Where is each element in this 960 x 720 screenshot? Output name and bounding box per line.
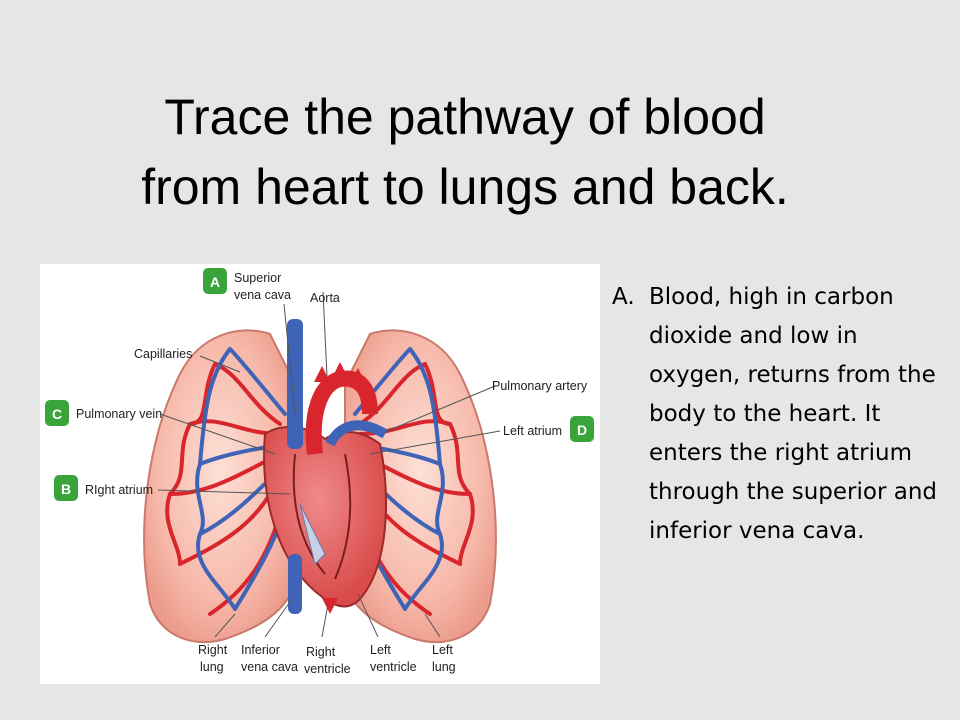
label-left-atrium: Left atrium: [503, 424, 562, 438]
title-line-1: Trace the pathway of blood: [164, 89, 766, 145]
label-left-lung-line1: Left: [432, 643, 453, 657]
label-aorta: Aorta: [310, 291, 340, 305]
list-marker: A.: [612, 284, 635, 310]
heart-lungs-diagram: A C B D Superior vena cava Aorta Capilla…: [40, 264, 600, 684]
label-right-lung-line2: lung: [200, 660, 224, 674]
label-capillaries: Capillaries: [134, 347, 192, 361]
badge-b-text: B: [61, 481, 71, 497]
list-item-text: Blood, high in carbon dioxide and low in…: [649, 284, 938, 544]
superior-vena-cava-shape: [287, 319, 303, 449]
diagram-svg: A C B D Superior vena cava Aorta Capilla…: [45, 268, 594, 676]
label-right-atrium: RIght atrium: [85, 483, 153, 497]
badge-a: A: [203, 268, 227, 294]
label-right-lung-line1: Right: [198, 643, 228, 657]
label-inferior-vena-cava-line1: Inferior: [241, 643, 280, 657]
badge-a-text: A: [210, 274, 220, 290]
label-right-ventricle-line2: ventricle: [304, 662, 351, 676]
aorta-shape: [305, 370, 378, 455]
label-superior-vena-cava-line2: vena cava: [234, 288, 291, 302]
badge-c-text: C: [52, 406, 62, 422]
label-left-lung-line2: lung: [432, 660, 456, 674]
badge-d-text: D: [577, 422, 587, 438]
label-pulmonary-artery: Pulmonary artery: [492, 379, 588, 393]
inferior-vena-cava-shape: [288, 554, 302, 614]
badge-d: D: [570, 416, 594, 442]
badge-c: C: [45, 400, 69, 426]
label-superior-vena-cava-line1: Superior: [234, 271, 281, 285]
badge-b: B: [54, 475, 78, 501]
label-right-ventricle-line1: Right: [306, 645, 336, 659]
slide-title: Trace the pathway of blood from heart to…: [0, 82, 930, 222]
flow-arrows: [314, 362, 366, 614]
right-lung-vessels: [165, 347, 290, 616]
leader-lines: [157, 291, 501, 638]
label-left-ventricle-line2: ventricle: [370, 660, 417, 674]
title-line-2: from heart to lungs and back.: [141, 159, 789, 215]
left-lung-vessels: [350, 347, 475, 616]
label-inferior-vena-cava-line2: vena cava: [241, 660, 298, 674]
label-left-ventricle-line1: Left: [370, 643, 391, 657]
label-pulmonary-vein: Pulmonary vein: [76, 407, 162, 421]
